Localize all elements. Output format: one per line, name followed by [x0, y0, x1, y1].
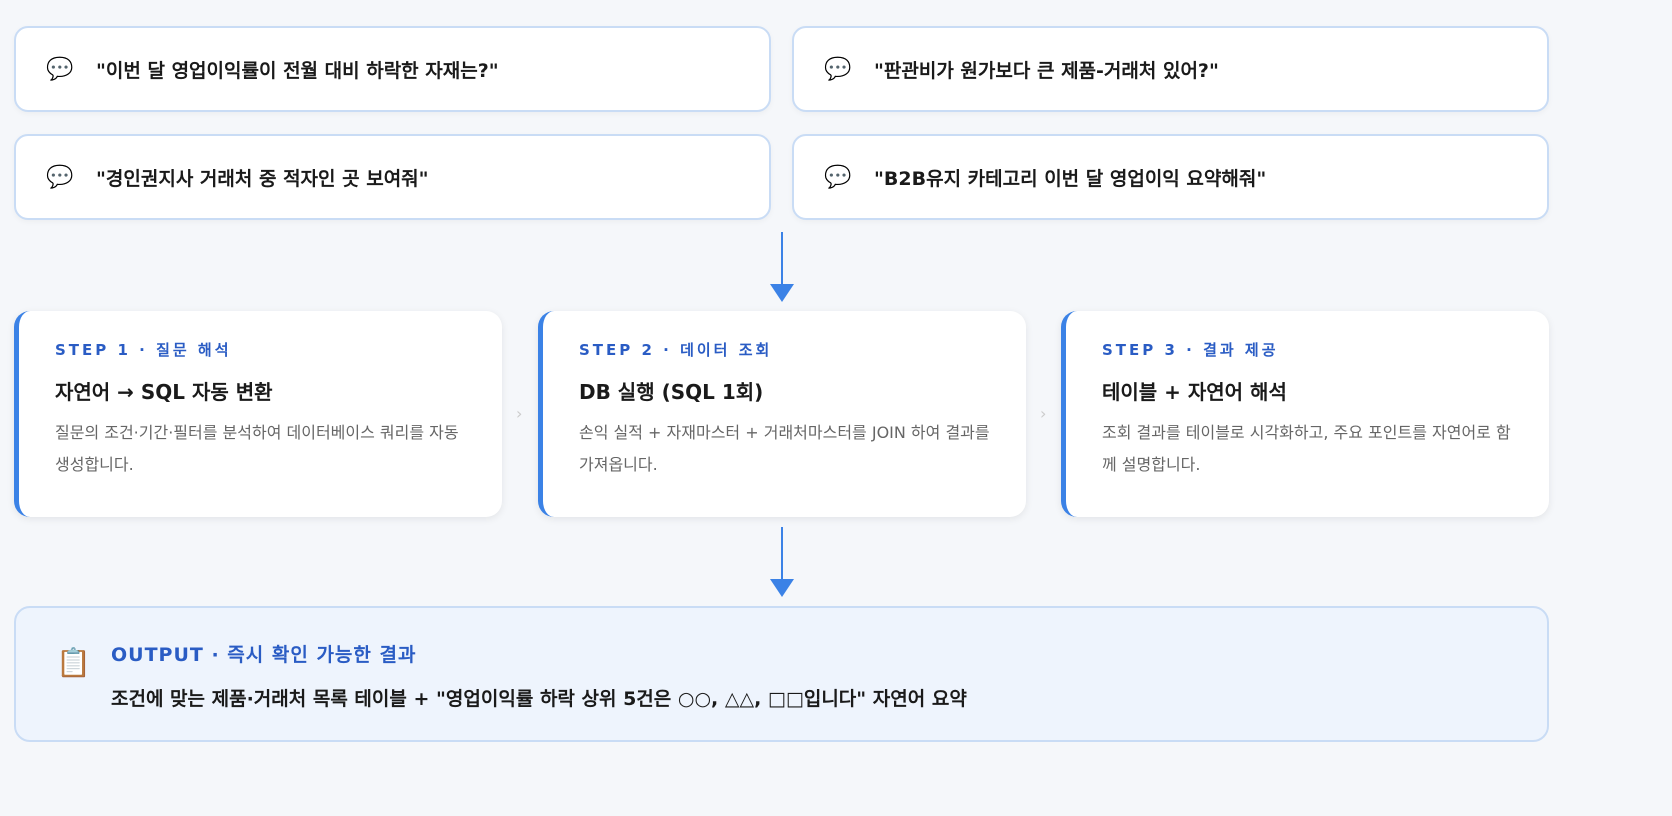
- question-text: "B2B유지 카테고리 이번 달 영업이익 요약해줘": [874, 167, 1267, 190]
- speech-bubble-icon: 💬: [824, 164, 852, 190]
- step-description: 조회 결과를 테이블로 시각화하고, 주요 포인트를 자연어로 함께 설명합니다…: [1102, 423, 1511, 474]
- output-label: OUTPUT · 즉시 확인 가능한 결과: [111, 644, 417, 666]
- example-question-card[interactable]: 💬 "판관비가 원가보다 큰 제품-거래처 있어?": [792, 26, 1549, 112]
- question-text: "경인권지사 거래처 중 적자인 곳 보여줘": [96, 167, 429, 190]
- example-question-card[interactable]: 💬 "경인권지사 거래처 중 적자인 곳 보여줘": [14, 134, 771, 220]
- output-box: 📋 OUTPUT · 즉시 확인 가능한 결과 조건에 맞는 제품·거래처 목록…: [14, 606, 1549, 742]
- step-title: 테이블 + 자연어 해석: [1102, 380, 1287, 404]
- speech-bubble-icon: 💬: [46, 164, 74, 190]
- clipboard-icon: 📋: [56, 646, 91, 679]
- speech-bubble-icon: 💬: [824, 56, 852, 82]
- question-text: "판관비가 원가보다 큰 제품-거래처 있어?": [874, 59, 1219, 82]
- step-label: STEP 1 · 질문 해석: [55, 341, 232, 359]
- step-description: 손익 실적 + 자재마스터 + 거래처마스터를 JOIN 하여 결과를 가져옵니…: [579, 423, 990, 474]
- example-question-card[interactable]: 💬 "이번 달 영업이익률이 전월 대비 하락한 자재는?": [14, 26, 771, 112]
- example-question-card[interactable]: 💬 "B2B유지 카테고리 이번 달 영업이익 요약해줘": [792, 134, 1549, 220]
- down-arrow-icon: [770, 232, 794, 302]
- output-text: 조건에 맞는 제품·거래처 목록 테이블 + "영업이익률 하락 상위 5건은 …: [111, 688, 967, 710]
- step-label: STEP 2 · 데이터 조회: [579, 341, 773, 359]
- step-description: 질문의 조건·기간·필터를 분석하여 데이터베이스 쿼리를 자동 생성합니다.: [55, 423, 459, 474]
- step-title: DB 실행 (SQL 1회): [579, 380, 764, 404]
- chevron-right-icon: ›: [516, 404, 523, 423]
- down-arrow-icon: [770, 527, 794, 599]
- step-label: STEP 3 · 결과 제공: [1102, 341, 1279, 359]
- question-text: "이번 달 영업이익률이 전월 대비 하락한 자재는?": [96, 59, 499, 82]
- speech-bubble-icon: 💬: [46, 56, 74, 82]
- step-title: 자연어 → SQL 자동 변환: [55, 380, 273, 404]
- chevron-right-icon: ›: [1040, 404, 1047, 423]
- step-card-2: STEP 2 · 데이터 조회 DB 실행 (SQL 1회) 손익 실적 + 자재마…: [538, 311, 1026, 517]
